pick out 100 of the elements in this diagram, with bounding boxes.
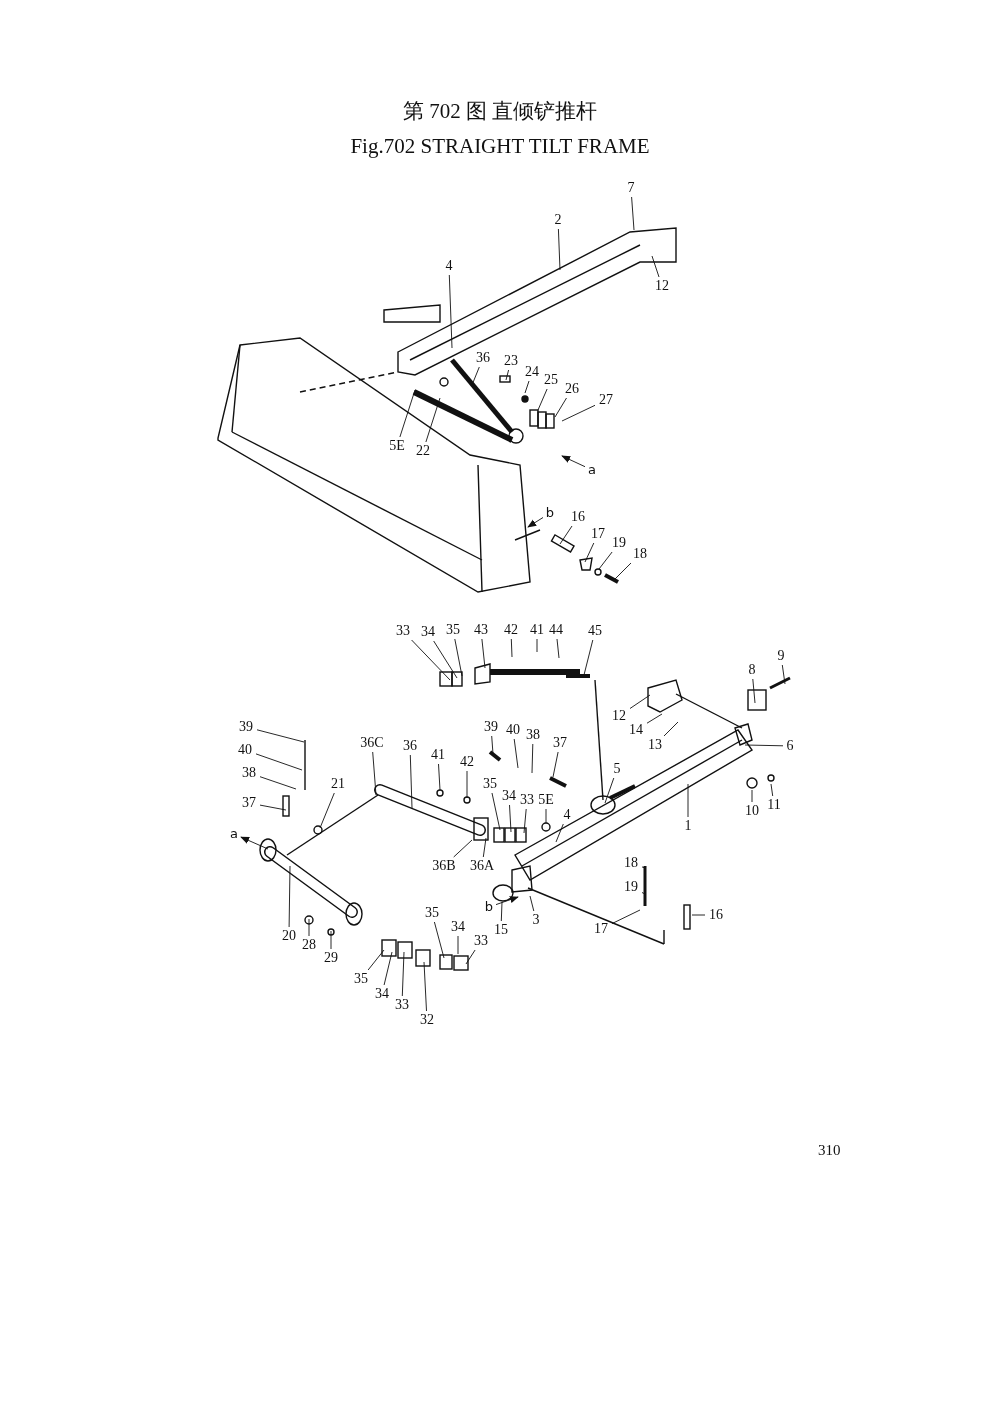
callout-number: 39 (236, 719, 256, 735)
leader-line (409, 754, 413, 809)
callout-number: 10 (742, 803, 762, 819)
callout-number: 18 (630, 546, 650, 562)
callout-number: 12 (652, 278, 672, 294)
page-number: 310 (818, 1142, 841, 1159)
blade-and-frame-drawing (217, 227, 677, 593)
callout-number: 5 (611, 761, 623, 777)
figure-caption: Fig.702 STRAIGHT TILT FRAME (349, 133, 651, 159)
leader-line (482, 837, 487, 858)
leader-line (330, 930, 332, 950)
leader-line (438, 763, 441, 791)
callout-number: 35 (480, 776, 500, 792)
leader-line (687, 783, 689, 818)
leader-line (433, 640, 458, 679)
callout-number: 33 (392, 997, 412, 1013)
callout-number: 27 (596, 392, 616, 408)
leader-line (781, 664, 786, 685)
callout-number: 34 (499, 788, 519, 804)
callout-number: 36 (400, 738, 420, 754)
callout-number: 36B (430, 858, 458, 874)
callout-number: 34 (448, 919, 468, 935)
callout-number: 18 (621, 855, 641, 871)
callout-number: 37 (239, 795, 259, 811)
callout-number: 12 (609, 708, 629, 724)
leader-line (433, 921, 445, 959)
leader-line (411, 639, 451, 681)
leader-line (556, 638, 560, 659)
callout-number: 17 (588, 526, 608, 542)
callout-number: 35 (443, 622, 463, 638)
leader-line (513, 738, 519, 769)
callout-number: 38 (239, 765, 259, 781)
leader-line (744, 744, 784, 747)
leader-line (604, 777, 615, 804)
callout-number: 19 (621, 879, 641, 895)
title: 第 702 图 直倾铲推杆 (401, 98, 599, 124)
reference-letter: b (483, 899, 495, 915)
leader-line (523, 808, 527, 834)
callout-number: 19 (609, 535, 629, 551)
callout-number: 38 (523, 727, 543, 743)
callout-number: 34 (372, 986, 392, 1002)
callout-number: 33 (517, 792, 537, 808)
leader-line (629, 694, 651, 709)
leader-line (529, 895, 535, 912)
leader-line (531, 743, 534, 774)
callout-number: 45 (585, 623, 605, 639)
callout-number: 21 (328, 776, 348, 792)
leader-line (752, 678, 756, 704)
callout-number: 2 (552, 212, 564, 228)
leader-line (509, 804, 512, 833)
leader-line (583, 639, 594, 676)
leader-line (401, 951, 405, 997)
callout-number: 22 (413, 443, 433, 459)
callout-number: 13 (645, 737, 665, 753)
leader-line (465, 949, 476, 965)
callout-number: 34 (418, 624, 438, 640)
leader-line (751, 789, 753, 803)
leader-line (466, 770, 468, 799)
leader-line (448, 274, 453, 349)
callout-number: 36A (468, 858, 496, 874)
callout-number: 36C (358, 735, 386, 751)
callout-number: 5E (387, 438, 407, 454)
callout-number: 28 (299, 937, 319, 953)
leader-line (383, 951, 393, 986)
callout-number: 6 (784, 738, 796, 754)
callout-number: 4 (561, 807, 573, 823)
leader-line (536, 638, 538, 653)
leader-line (598, 551, 613, 570)
leader-line (259, 776, 297, 790)
leader-line (288, 865, 291, 928)
callout-number: 11 (764, 797, 784, 813)
leader-line (611, 909, 641, 925)
leader-line (510, 638, 513, 658)
callout-number: 43 (471, 622, 491, 638)
leader-line (631, 196, 635, 231)
callout-number: 42 (501, 622, 521, 638)
leader-line (614, 562, 632, 580)
leader-line (663, 721, 679, 737)
callout-number: 37 (550, 735, 570, 751)
callout-number: 5E (536, 792, 556, 808)
callout-number: 26 (562, 381, 582, 397)
callout-number: 14 (626, 722, 646, 738)
leader-line (423, 961, 427, 1012)
callout-number: 4 (443, 258, 455, 274)
callout-number: 7 (625, 180, 637, 196)
callout-number: 32 (417, 1012, 437, 1028)
leader-line (255, 753, 303, 771)
leader-line (454, 638, 463, 677)
leader-line (491, 792, 501, 831)
leader-line (453, 839, 473, 858)
callout-number: 35 (351, 971, 371, 987)
callout-number: 41 (428, 747, 448, 763)
callout-number: 23 (501, 353, 521, 369)
callout-number: 33 (471, 933, 491, 949)
callout-number: 36 (473, 350, 493, 366)
callout-number: 40 (503, 722, 523, 738)
leader-line (256, 729, 305, 743)
callout-number: 20 (279, 928, 299, 944)
leader-line (399, 389, 416, 438)
leader-line (691, 914, 706, 916)
